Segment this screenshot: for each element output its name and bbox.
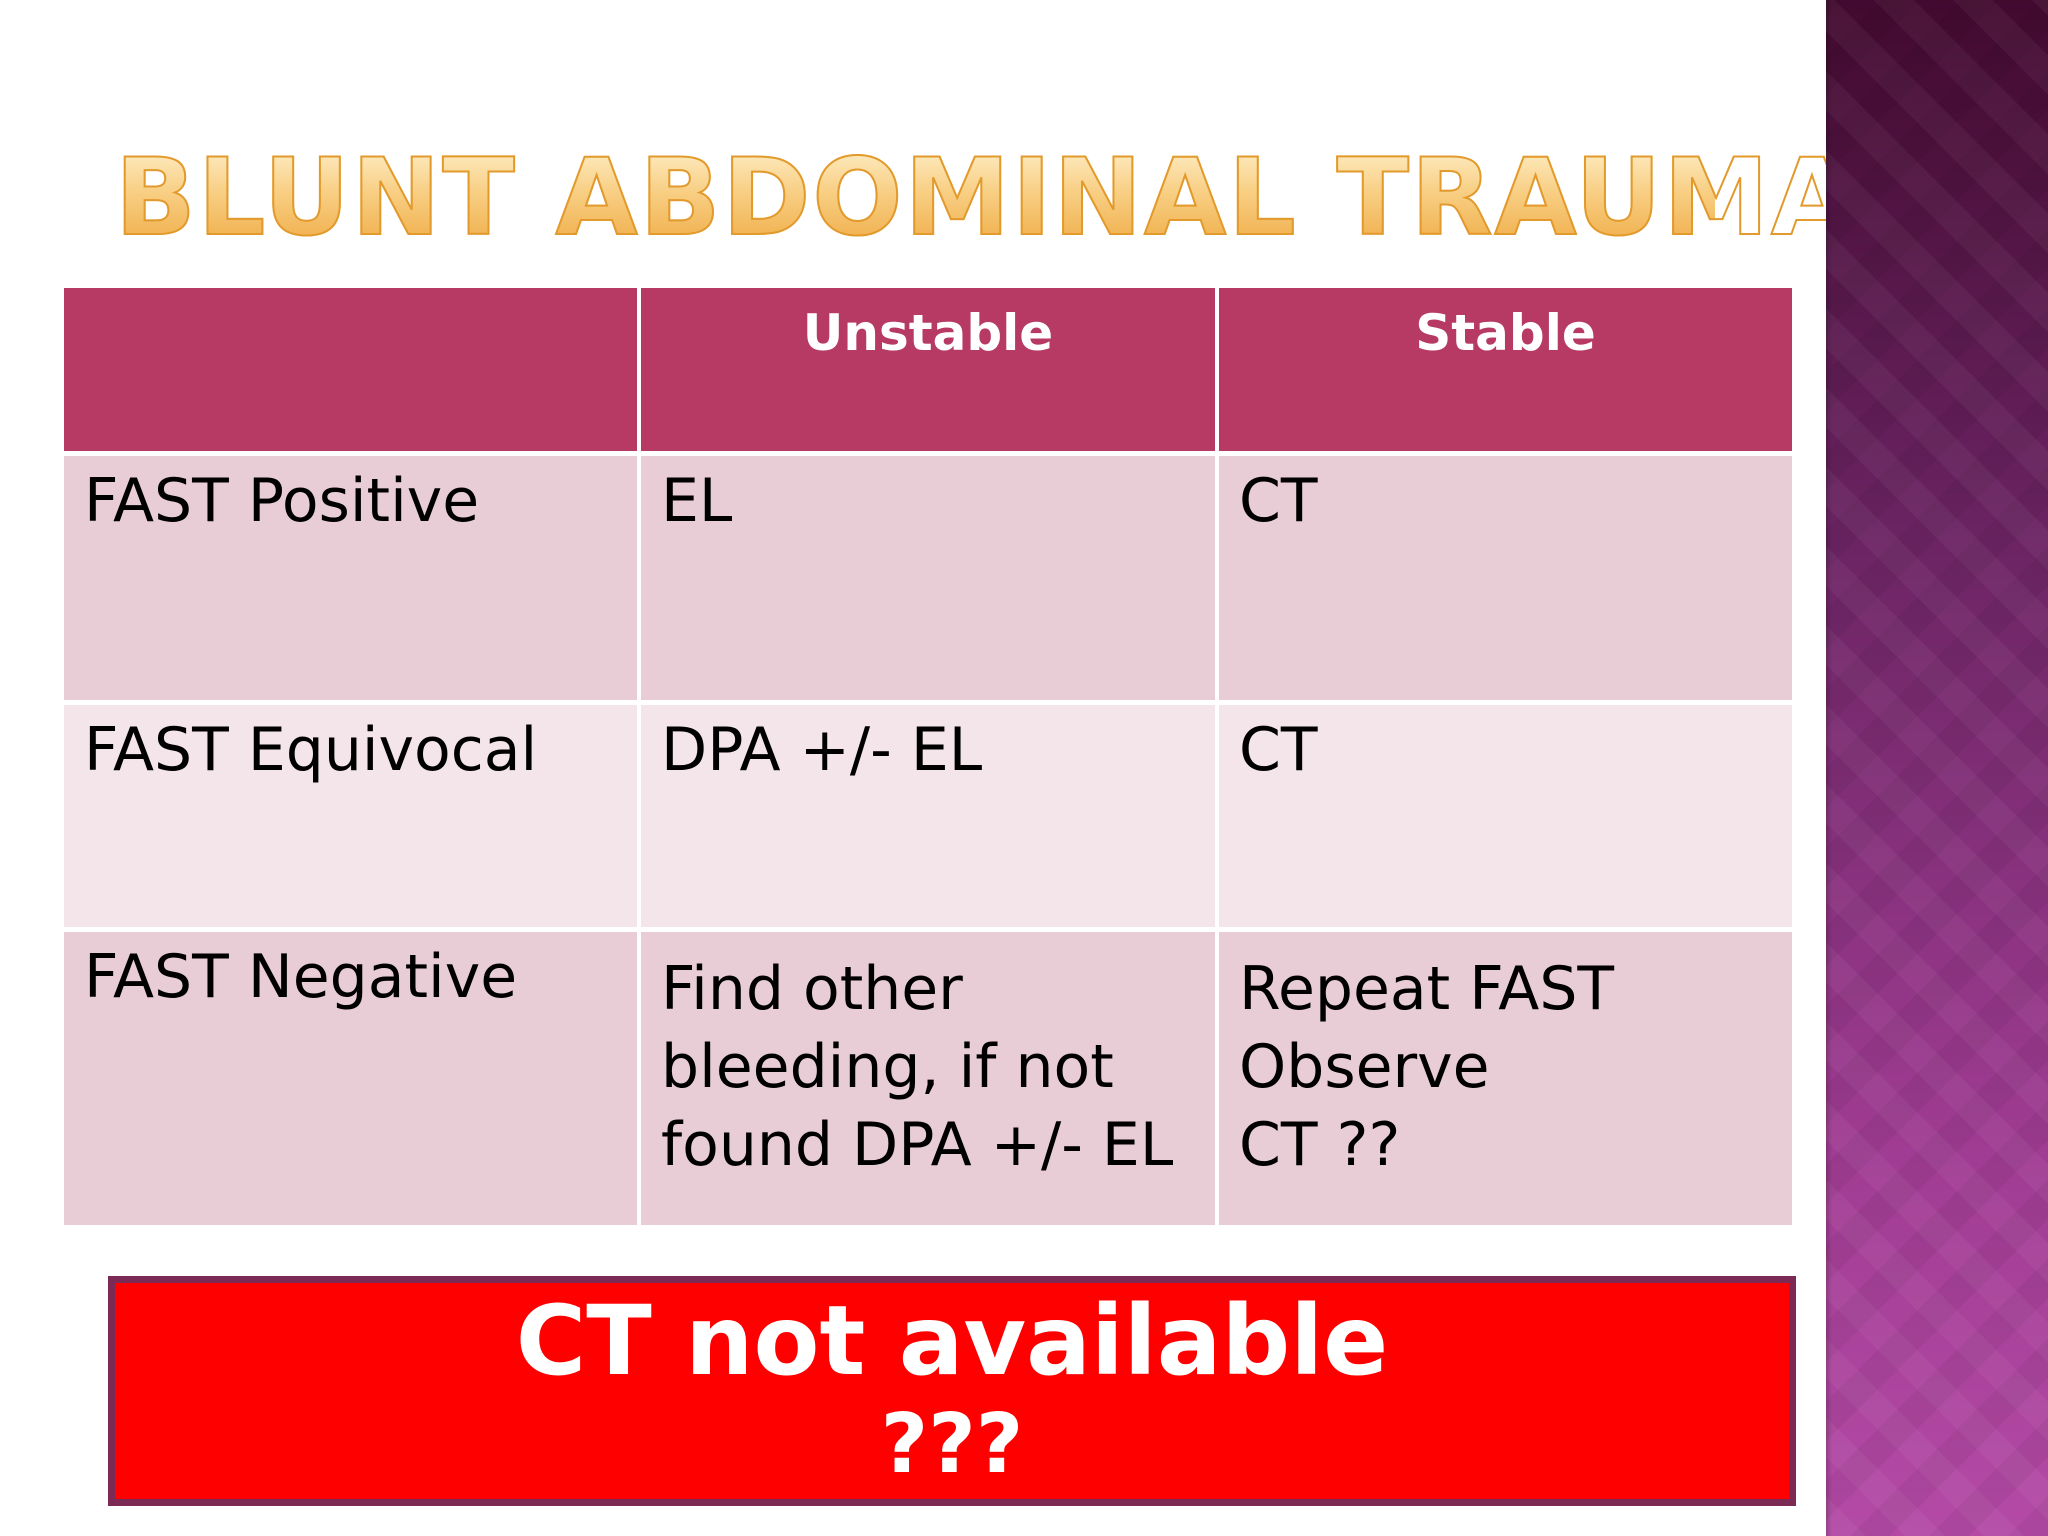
cell-fast-negative-unstable: Find other bleeding, if not found DPA +/… bbox=[641, 932, 1215, 1225]
slide-title: Blunt Abdominal Trauma bbox=[114, 136, 1855, 259]
header-cell-stable: Stable bbox=[1219, 288, 1792, 451]
slide-canvas: Blunt Abdominal Trauma Unstable Stable F… bbox=[64, 136, 1855, 1506]
cell-fast-positive-unstable: EL bbox=[641, 456, 1215, 700]
row-label-fast-negative: FAST Negative bbox=[64, 932, 637, 1225]
header-cell-unstable: Unstable bbox=[641, 288, 1215, 451]
decorative-side-band bbox=[1826, 0, 2048, 1536]
callout-line-1: CT not available bbox=[515, 1285, 1389, 1397]
row-label-fast-positive: FAST Positive bbox=[64, 456, 637, 700]
cell-fast-positive-stable: CT bbox=[1219, 456, 1792, 700]
cell-fast-negative-stable: Repeat FAST Observe CT ?? bbox=[1219, 932, 1792, 1225]
cell-fast-equivocal-unstable: DPA +/- EL bbox=[641, 705, 1215, 927]
callout-line-2: ??? bbox=[880, 1397, 1024, 1492]
cell-fast-equivocal-stable: CT bbox=[1219, 705, 1792, 927]
ct-not-available-callout: CT not available ??? bbox=[108, 1276, 1796, 1506]
triage-table: Unstable Stable FAST Positive EL CT FAST… bbox=[64, 288, 1792, 1226]
row-label-fast-equivocal: FAST Equivocal bbox=[64, 705, 637, 927]
header-cell-empty bbox=[64, 288, 637, 451]
